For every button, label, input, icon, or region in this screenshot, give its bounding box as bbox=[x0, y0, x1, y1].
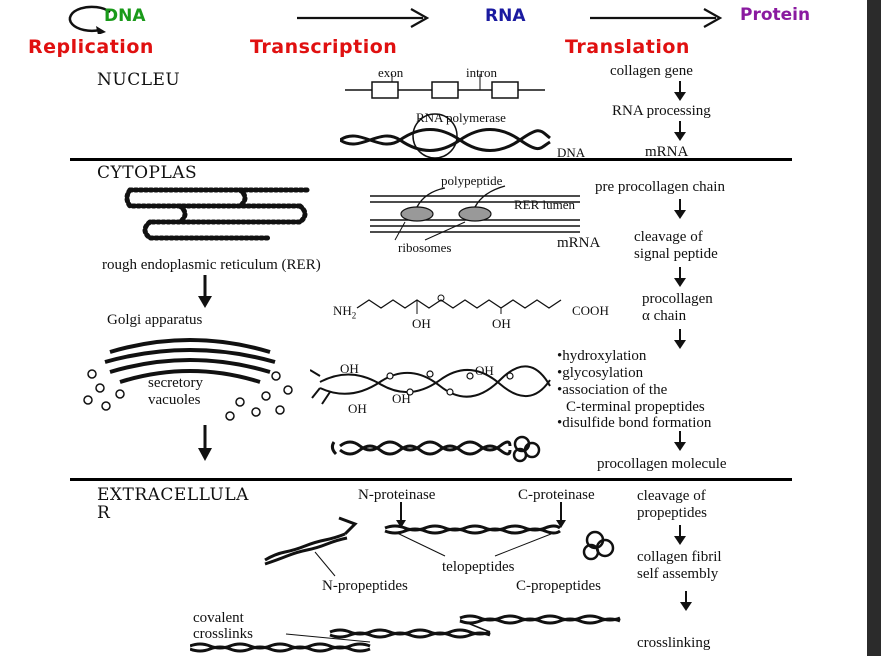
oh-label-4: OH bbox=[475, 363, 494, 378]
telopeptides-label: telopeptides bbox=[442, 559, 515, 575]
procollagen-chain-line1: procollagen bbox=[642, 291, 713, 307]
mod-glycosylation: •glycosylation bbox=[557, 365, 644, 381]
propeptide-cleavage-illustration bbox=[264, 502, 615, 577]
replication-label: Replication bbox=[28, 36, 154, 58]
arrow-rna-to-protein bbox=[590, 8, 723, 28]
cytoplasm-mrna-label: mRNA bbox=[557, 235, 601, 251]
procollagen-molecule-illustration bbox=[330, 435, 541, 463]
n-proteinase-label: N-proteinase bbox=[358, 487, 436, 503]
rer-lumen-label: RER lumen bbox=[514, 197, 576, 212]
down-arrow-8 bbox=[680, 591, 692, 611]
down-arrow-4 bbox=[674, 267, 686, 287]
replication-cycle-icon bbox=[68, 5, 111, 34]
covalent-label: covalent bbox=[193, 610, 244, 626]
oh-label-5: OH bbox=[392, 391, 411, 406]
procollagen-chain-line2: α chain bbox=[642, 308, 687, 324]
protein-header: Protein bbox=[740, 5, 811, 25]
transcription-label: Transcription bbox=[250, 36, 398, 58]
oh-label-3: OH bbox=[340, 361, 359, 376]
fibril-assembly-line1: collagen fibril bbox=[637, 549, 722, 565]
oh-label-6: OH bbox=[348, 401, 367, 416]
down-arrow-7 bbox=[674, 525, 686, 545]
procollagen-molecule-step: procollagen molecule bbox=[597, 456, 727, 472]
nucleus-divider bbox=[70, 158, 792, 161]
c-proteinase-label: C-proteinase bbox=[518, 487, 595, 503]
down-arrow-6 bbox=[674, 431, 686, 451]
crosslinking-step: crosslinking bbox=[637, 635, 711, 651]
oh-label-2: OH bbox=[492, 316, 511, 331]
rna-header: RNA bbox=[485, 6, 526, 26]
mod-hydroxylation: •hydroxylation bbox=[557, 348, 647, 364]
window-edge bbox=[867, 0, 881, 656]
cleavage-signal-line2: signal peptide bbox=[634, 246, 718, 262]
nh2-label: NH2 bbox=[333, 303, 357, 321]
cytoplasm-title: CYTOPLAS bbox=[97, 163, 198, 183]
cleavage-propeptides-line2: propeptides bbox=[637, 505, 707, 521]
golgi-illustration bbox=[83, 338, 293, 421]
collagen-gene-step: collagen gene bbox=[610, 63, 693, 79]
gene-diagram bbox=[340, 74, 551, 158]
down-arrow-3 bbox=[674, 199, 686, 219]
rer-illustration bbox=[124, 187, 313, 241]
crosslinked-fibrils-illustration bbox=[190, 614, 621, 653]
cleavage-signal-line1: cleavage of bbox=[634, 229, 703, 245]
rna-polymerase-label: RNA polymerase bbox=[416, 110, 506, 125]
mod-c-terminal: C-terminal propeptides bbox=[566, 399, 705, 415]
extracellular-title-line2: R bbox=[97, 503, 111, 523]
down-arrow-golgi-ecm bbox=[198, 425, 212, 461]
mrna-step: mRNA bbox=[645, 144, 689, 160]
secretory-label: secretory bbox=[148, 375, 203, 391]
ribosomes-label: ribosomes bbox=[398, 240, 452, 255]
ribosome-membrane-diagram bbox=[370, 185, 580, 241]
translation-label: Translation bbox=[565, 36, 690, 58]
down-arrow-rer-golgi bbox=[198, 275, 212, 308]
down-arrow-5 bbox=[674, 329, 686, 349]
mod-association: •association of the bbox=[557, 382, 668, 398]
cytoplasm-divider bbox=[70, 478, 792, 481]
dna-header: DNA bbox=[104, 6, 146, 26]
down-arrow-1 bbox=[674, 81, 686, 101]
down-arrow-2 bbox=[674, 121, 686, 141]
cleavage-propeptides-line1: cleavage of bbox=[637, 488, 706, 504]
c-propeptides-label: C-propeptides bbox=[516, 578, 601, 594]
mod-disulfide: •disulfide bond formation bbox=[557, 415, 712, 431]
oh-label-1: OH bbox=[412, 316, 431, 331]
nucleus-title: NUCLEU bbox=[97, 70, 181, 90]
golgi-label: Golgi apparatus bbox=[107, 312, 203, 328]
cooh-label: COOH bbox=[572, 303, 609, 318]
rer-label: rough endoplasmic reticulum (RER) bbox=[102, 257, 321, 273]
pre-procollagen-step: pre procollagen chain bbox=[595, 179, 725, 195]
exon-label: exon bbox=[378, 65, 404, 80]
dna-label: DNA bbox=[557, 145, 586, 160]
crosslinks-label: crosslinks bbox=[193, 626, 253, 642]
vacuoles-label: vacuoles bbox=[148, 392, 201, 408]
arrow-dna-to-rna bbox=[297, 8, 430, 28]
fibril-assembly-line2: self assembly bbox=[637, 566, 719, 582]
polypeptide-chain bbox=[356, 294, 562, 314]
extracellular-title-line1: EXTRACELLULA bbox=[97, 485, 249, 505]
n-propeptides-label: N-propeptides bbox=[322, 578, 408, 594]
intron-label: intron bbox=[466, 65, 498, 80]
rna-processing-step: RNA processing bbox=[612, 103, 711, 119]
polypeptide-label: polypeptide bbox=[441, 173, 503, 188]
modified-procollagen-chains bbox=[310, 365, 551, 405]
